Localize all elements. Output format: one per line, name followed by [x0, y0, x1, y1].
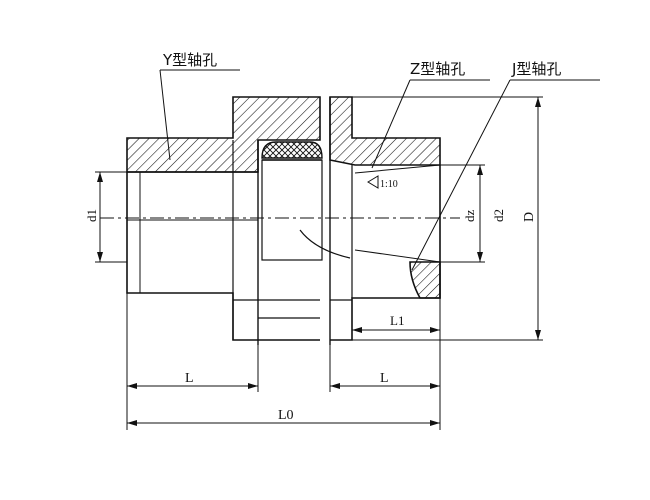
dim-L-right: L: [380, 371, 389, 386]
left-hub-section: [126, 96, 321, 173]
label-z-bore: Z型轴孔: [410, 60, 465, 78]
spider-crosshatch: [261, 141, 323, 159]
label-y-bore: Y型轴孔: [162, 51, 217, 69]
right-hub: [329, 96, 441, 345]
left-hub-outline: [126, 172, 320, 341]
right-hub-outline: [330, 165, 441, 341]
dim-d1: d1: [84, 209, 99, 222]
dimension-lines: [95, 69, 600, 430]
taper-symbol-icon: [367, 175, 379, 189]
dim-d2: d2: [491, 209, 506, 222]
left-hub: [126, 96, 321, 345]
dim-L-left: L: [185, 371, 194, 386]
dim-taper: 1:10: [380, 179, 398, 190]
dim-L0: L0: [278, 408, 294, 423]
arrowheads: [97, 97, 541, 426]
elastic-spider: [261, 141, 351, 261]
label-j-bore: J型轴孔: [511, 60, 561, 78]
dim-dz: dz: [462, 210, 477, 223]
right-hub-lower-section: [409, 261, 441, 299]
dim-D: D: [522, 212, 537, 222]
right-hub-section: [329, 96, 441, 166]
dim-L1: L1: [390, 313, 404, 328]
